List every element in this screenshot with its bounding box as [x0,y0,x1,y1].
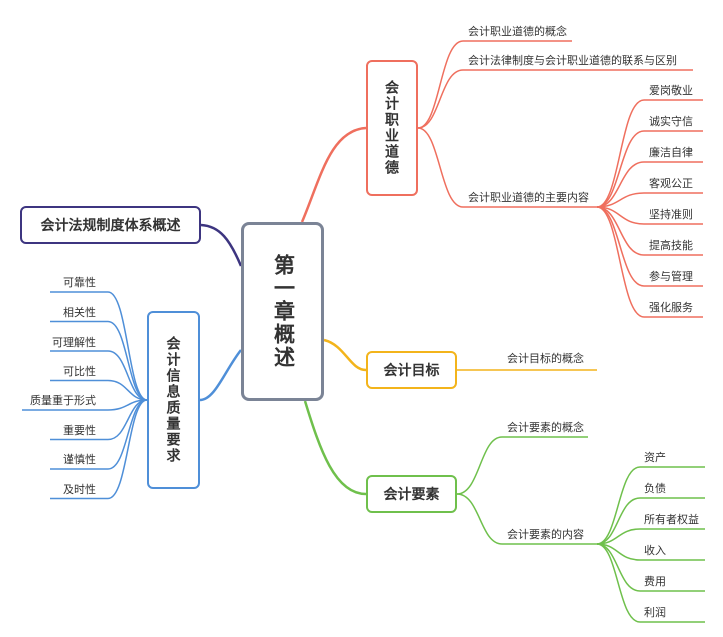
ethics-sub-item[interactable]: 客观公正 [649,178,693,190]
link-elements-sub [596,466,705,545]
goal-item-concept[interactable]: 会计目标的概念 [507,353,584,365]
ethics-item-relation[interactable]: 会计法律制度与会计职业道德的联系与区别 [468,55,677,67]
branch-ethics-label: 会计职业道德 [384,80,400,176]
link-quality-item [50,379,148,401]
link-root-law [200,223,243,267]
quality-item[interactable]: 可靠性 [63,277,96,289]
quality-item[interactable]: 谨慎性 [63,454,96,466]
link-ethics-sub [596,206,703,256]
elements-sub-item[interactable]: 负债 [644,483,666,495]
link-ethics-sub [596,161,703,208]
branch-goal-label: 会计目标 [383,362,440,378]
link-quality-item [50,350,148,401]
ethics-sub-item[interactable]: 参与管理 [649,271,693,283]
quality-item[interactable]: 相关性 [63,307,96,319]
quality-item[interactable]: 可比性 [63,366,96,378]
quality-item[interactable]: 质量重于形式 [30,395,96,407]
link-root-elements [303,400,367,496]
ethics-sub-item[interactable]: 廉洁自律 [649,147,693,159]
quality-item[interactable]: 重要性 [63,425,96,437]
ethics-item-concept[interactable]: 会计职业道德的概念 [468,26,567,38]
root-topic[interactable]: 第一章概述 [241,222,324,401]
link-root-ethics [300,126,367,223]
elements-item-concept[interactable]: 会计要素的概念 [507,422,584,434]
link-elements-sub [596,543,705,592]
ethics-sub-item[interactable]: 提高技能 [649,240,693,252]
link-quality-item [50,399,148,500]
ethics-sub-item[interactable]: 爱岗敬业 [649,85,693,97]
link-elements-sub [596,543,705,623]
branch-law-label: 会计法规制度体系概述 [40,217,181,233]
elements-sub-item[interactable]: 资产 [644,452,666,464]
link-root-goal [323,338,367,372]
link-quality-item [50,399,148,441]
link-root-quality [199,349,242,402]
elements-sub-item[interactable]: 费用 [644,576,666,588]
link-ethics-sub [596,130,703,208]
elements-sub-item[interactable]: 利润 [644,607,666,619]
ethics-sub-item[interactable]: 坚持准则 [649,209,693,221]
elements-sub-item[interactable]: 所有者权益 [644,514,699,526]
ethics-sub-item[interactable]: 强化服务 [649,302,693,314]
branch-quality-label: 会计信息质量要求 [165,336,182,464]
elements-sub-item[interactable]: 收入 [644,545,666,557]
link-quality-item [50,320,148,401]
link-ethics-sub [596,192,703,208]
branch-elements-label: 会计要素 [383,486,440,502]
branch-law[interactable]: 会计法规制度体系概述 [20,206,201,244]
link-ethics-sub [596,99,703,208]
ethics-item-content[interactable]: 会计职业道德的主要内容 [468,192,589,204]
branch-elements[interactable]: 会计要素 [366,475,457,513]
elements-item-content[interactable]: 会计要素的内容 [507,529,584,541]
branch-quality[interactable]: 会计信息质量要求 [147,311,200,489]
quality-item[interactable]: 可理解性 [52,337,96,349]
branch-ethics[interactable]: 会计职业道德 [366,60,418,196]
ethics-sub-item[interactable]: 诚实守信 [649,116,693,128]
branch-goal[interactable]: 会计目标 [366,351,457,389]
link-elements-sub [596,497,705,545]
link-ethics-sub [596,206,703,318]
link-elements-sub [596,528,705,545]
root-topic-label: 第一章概述 [271,254,295,369]
quality-item[interactable]: 及时性 [63,484,96,496]
link-quality-item [50,291,148,401]
